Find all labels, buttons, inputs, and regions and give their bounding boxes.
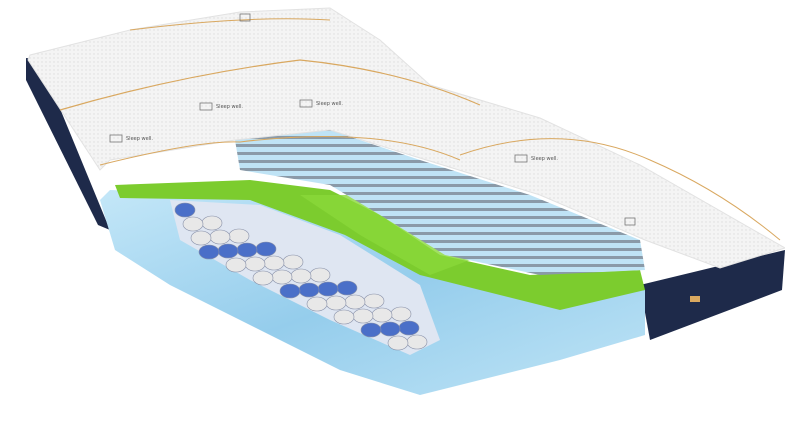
spring-coil — [225, 257, 247, 273]
spring-coil — [198, 244, 220, 260]
spring-coil — [290, 268, 312, 284]
brand-logo: Sleep well. Sleep well. Sleep well. Slee… — [109, 13, 636, 226]
spring-coil — [263, 255, 285, 271]
spring-coil — [406, 334, 428, 350]
left-side-panel — [26, 58, 110, 230]
spring-coil — [174, 202, 196, 218]
spring-coil — [379, 321, 401, 337]
spring-coil — [182, 216, 204, 232]
spring-coil — [309, 267, 331, 283]
label-tag — [690, 296, 700, 302]
spring-coil — [298, 282, 320, 298]
green-zone-blocks — [300, 195, 470, 275]
spring-coil — [371, 307, 393, 323]
spring-coil — [271, 269, 293, 285]
spring-coil — [344, 294, 366, 310]
spring-coil — [336, 280, 358, 296]
spring-coil — [387, 335, 409, 351]
svg-text:Sleep well.: Sleep well. — [216, 104, 243, 110]
svg-text:Sleep well.: Sleep well. — [126, 136, 153, 142]
spring-coil — [325, 295, 347, 311]
spring-coil — [255, 241, 277, 257]
cover-edge — [99, 135, 461, 166]
spring-coil — [317, 281, 339, 297]
piping-line — [59, 59, 481, 111]
spring-coil — [201, 215, 223, 231]
spring-coil — [244, 256, 266, 272]
spring-coil — [282, 254, 304, 270]
piping-line — [459, 138, 781, 241]
spring-coil — [228, 228, 250, 244]
right-side-panel — [640, 250, 785, 340]
spring-coil — [236, 242, 258, 258]
spring-coil — [360, 322, 382, 338]
pocket-springs — [170, 200, 440, 355]
spring-coil — [306, 296, 328, 312]
spring-coil — [333, 309, 355, 325]
svg-text:Sleep well.: Sleep well. — [316, 101, 343, 107]
ridged-foam-layer — [235, 130, 645, 275]
spring-coil — [190, 230, 212, 246]
spring-coil — [352, 308, 374, 324]
spring-coil — [217, 243, 239, 259]
spring-coil — [363, 293, 385, 309]
spring-coil — [252, 270, 274, 286]
spring-coil — [398, 320, 420, 336]
svg-text:Sleep well.: Sleep well. — [531, 156, 558, 162]
spring-coil — [390, 306, 412, 322]
spring-coil — [279, 283, 301, 299]
spring-coil — [209, 229, 231, 245]
